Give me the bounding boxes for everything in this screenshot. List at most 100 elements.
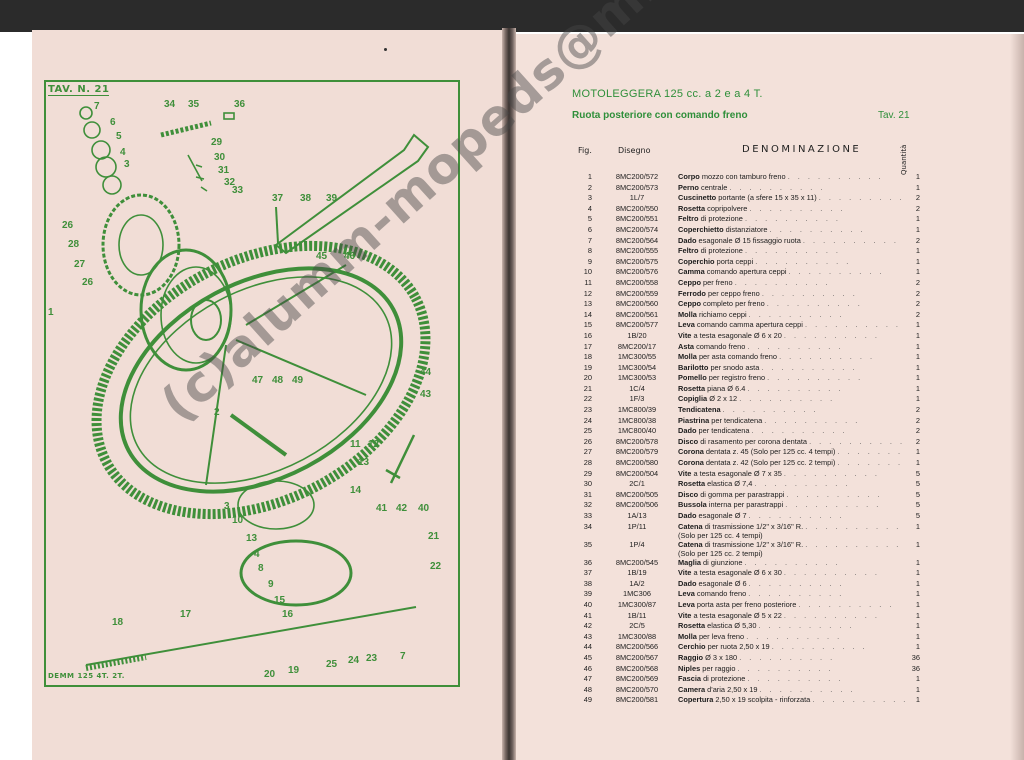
part-name: Ferrodo per ceppo freno . . . . . . . . … [678, 288, 858, 298]
fig-number: 31 [583, 489, 592, 499]
quantity: 1 [915, 214, 920, 224]
part-name: Feltro di protezione . . . . . . . . . . [678, 246, 841, 256]
svg-text:7: 7 [400, 651, 406, 662]
part-name: Feltro di protezione . . . . . . . . . . [678, 214, 841, 224]
part-name: Rosetta elastica Ø 7,4 . . . . . . . . .… [678, 479, 851, 489]
ink-dot [384, 48, 387, 51]
drawing-code: 8MC200/506 [615, 500, 659, 510]
part-name: Rosetta piana Ø 6.4 . . . . . . . . . . [678, 383, 844, 393]
fig-number: 34 [583, 521, 592, 531]
svg-text:8: 8 [258, 563, 264, 574]
drawing-code: 1F/3 [629, 394, 645, 404]
svg-text:44: 44 [420, 367, 432, 378]
part-name: Cerchio per ruota 2,50 x 19 . . . . . . … [678, 642, 868, 652]
drawing-code: 8MC200/564 [615, 235, 659, 245]
quantity: 1 [915, 557, 920, 567]
part-name: Leva porta asta per freno posteriore . .… [678, 599, 895, 609]
quantity: 1 [915, 172, 920, 181]
fig-number: 2 [587, 182, 592, 192]
quantity: 5 [915, 468, 920, 478]
svg-text:45: 45 [316, 251, 328, 262]
svg-text:40: 40 [418, 503, 430, 514]
svg-text:14: 14 [350, 485, 362, 496]
quantity: 36 [911, 652, 920, 662]
svg-text:48: 48 [272, 375, 284, 386]
svg-text:47: 47 [252, 375, 264, 386]
quantity: 5 [915, 479, 920, 489]
part-name: Pomello per registro freno . . . . . . .… [678, 373, 864, 383]
drawing-code: 1P/11 [627, 521, 647, 531]
fig-number: 21 [583, 383, 592, 393]
svg-text:13: 13 [246, 533, 258, 544]
fig-number: 49 [583, 695, 592, 705]
svg-text:5: 5 [116, 131, 122, 142]
drawing-code: 1MC300/55 [617, 352, 657, 362]
fig-number: 14 [583, 309, 592, 319]
part-name: Bussola interna per parastrappi . . . . … [678, 500, 882, 510]
part-name: Corona dentata z. 42 (Solo per 125 cc. 2… [678, 458, 908, 468]
right-page [514, 34, 1024, 760]
svg-text:25: 25 [326, 659, 338, 670]
part-name: Rosetta elastica Ø 5,30 . . . . . . . . … [678, 621, 855, 631]
quantity: 1 [915, 631, 920, 641]
part-name: Ceppo completo per freno . . . . . . . .… [678, 299, 863, 309]
header-fig: Fig. [578, 146, 592, 155]
svg-text:6: 6 [110, 117, 116, 128]
fig-number: 12 [583, 288, 592, 298]
drawing-code: 1L/7 [629, 193, 645, 203]
part-name: Raggio Ø 3 x 180 . . . . . . . . . . [678, 652, 836, 662]
svg-text:39: 39 [326, 193, 338, 204]
fig-number: 22 [583, 394, 592, 404]
svg-text:26: 26 [62, 220, 74, 231]
svg-text:30: 30 [214, 152, 226, 163]
quantity: 2 [915, 193, 920, 203]
part-name: Disco di gomma per parastrappi . . . . .… [678, 489, 883, 499]
drawing-code: 1A/2 [629, 578, 645, 588]
svg-text:18: 18 [112, 617, 124, 628]
fig-number: 1 [587, 172, 592, 181]
drawing-code: 8MC200/504 [615, 468, 659, 478]
chain [160, 120, 212, 138]
drawing-code: 8MC200/575 [615, 256, 659, 266]
drawing-code: 1MC300/88 [617, 631, 657, 641]
part-name: Camma comando apertura ceppi . . . . . .… [678, 267, 885, 277]
quantity: 1 [915, 256, 920, 266]
quantity: 1 [915, 599, 920, 609]
part-name: Tendicatena . . . . . . . . . . [678, 405, 819, 415]
svg-text:1: 1 [48, 307, 54, 318]
fig-number: 36 [583, 557, 592, 567]
quantity: 5 [915, 489, 920, 499]
svg-text:10: 10 [232, 515, 244, 526]
svg-text:4: 4 [254, 549, 260, 560]
drawing-code: 8MC200/576 [615, 267, 659, 277]
quantity: 1 [915, 621, 920, 631]
svg-text:46: 46 [344, 251, 356, 262]
part-name: Catena di trasmissione 1/2" x 3/16" R. .… [678, 539, 902, 559]
fig-number: 47 [583, 674, 592, 684]
quantity: 1 [915, 267, 920, 277]
fig-number: 19 [583, 362, 592, 372]
drawing-code: 8MC200/17 [617, 341, 657, 351]
drawing-code: 1MC800/38 [617, 415, 657, 425]
fig-number: 38 [583, 578, 592, 588]
fig-number: 45 [583, 652, 592, 662]
fig-number: 43 [583, 631, 592, 641]
quantity: 2 [915, 415, 920, 425]
fig-number: 15 [583, 320, 592, 330]
fig-number: 10 [583, 267, 592, 277]
part-name: Vite a testa esagonale Ø 6 x 30 . . . . … [678, 568, 880, 578]
